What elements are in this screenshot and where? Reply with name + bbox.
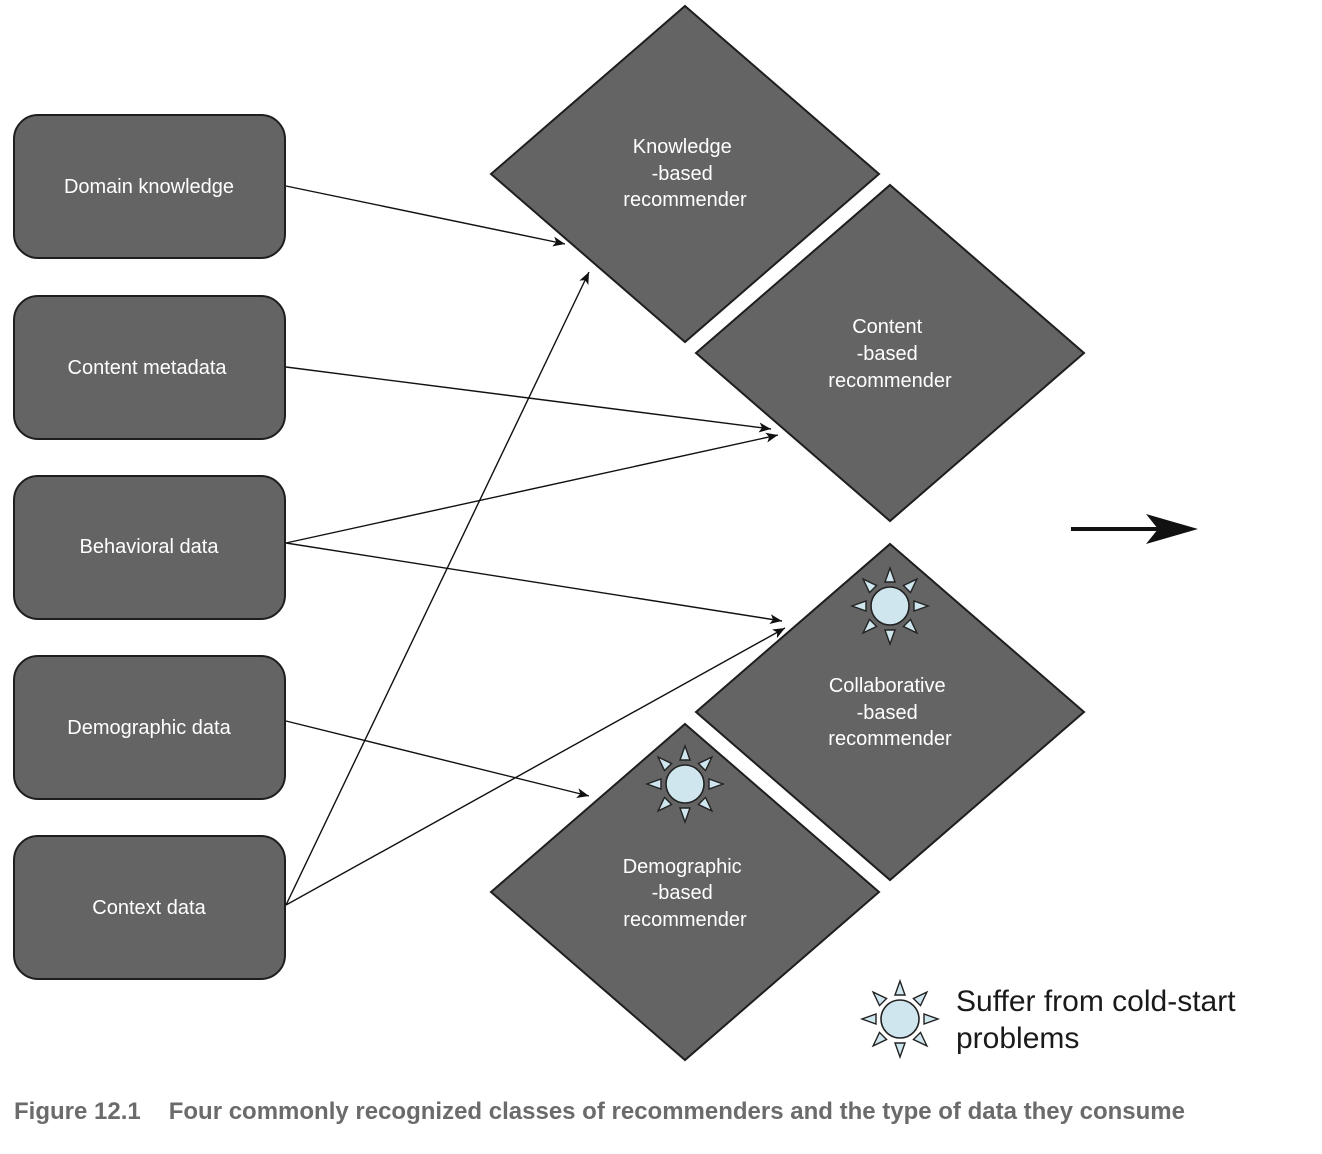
- recommender-demographic: Demographic -based recommender: [489, 722, 881, 1062]
- figure-caption-text: Four commonly recognized classes of reco…: [168, 1098, 1185, 1125]
- figure-number: Figure 12.1: [14, 1098, 141, 1125]
- recommender-knowledge: Knowledge -based recommender: [489, 4, 881, 344]
- arrow-context-to-collaborative: [285, 627, 786, 906]
- figure-caption: Figure 12.1 Four commonly recognized clas…: [14, 1098, 1185, 1126]
- recommender-label-knowledge: Knowledge -based recommender: [623, 136, 747, 211]
- legend: Suffer from cold-start problems: [861, 980, 1244, 1058]
- source-label-context: Context data: [92, 897, 206, 919]
- source-box-demographic: Demographic data: [13, 655, 286, 800]
- recommender-label-content: Content -based recommender: [828, 316, 952, 392]
- sun-icon: [646, 745, 724, 823]
- recommender-label-demographic: Demographic -based recommender: [623, 856, 748, 931]
- arrow-behavioral-to-collaborative: [285, 542, 783, 625]
- arrow-demographic-to-demographic: [285, 720, 590, 798]
- source-box-domain: Domain knowledge: [13, 114, 286, 259]
- recommender-content: Content -based recommender: [694, 183, 1086, 523]
- legend-text: Suffer from cold-start problems: [956, 985, 1244, 1055]
- arrow-context-to-knowledge: [285, 271, 590, 906]
- source-label-demographic: Demographic data: [67, 717, 231, 739]
- recommender-collaborative: Collaborative -based recommender: [694, 542, 1086, 882]
- arrow-behavioral-to-content: [285, 432, 779, 544]
- source-label-content: Content metadata: [68, 357, 228, 379]
- arrow-domain-to-knowledge: [285, 185, 566, 247]
- sun-icon: [851, 567, 929, 645]
- source-box-content: Content metadata: [13, 295, 286, 440]
- sun-icon: [861, 980, 939, 1058]
- source-label-domain: Domain knowledge: [64, 176, 234, 198]
- source-box-context: Context data: [13, 835, 286, 980]
- output-arrow: [1071, 514, 1198, 544]
- source-box-behavioral: Behavioral data: [13, 475, 286, 620]
- recommender-label-collaborative: Collaborative -based recommender: [828, 675, 952, 750]
- source-label-behavioral: Behavioral data: [80, 536, 220, 558]
